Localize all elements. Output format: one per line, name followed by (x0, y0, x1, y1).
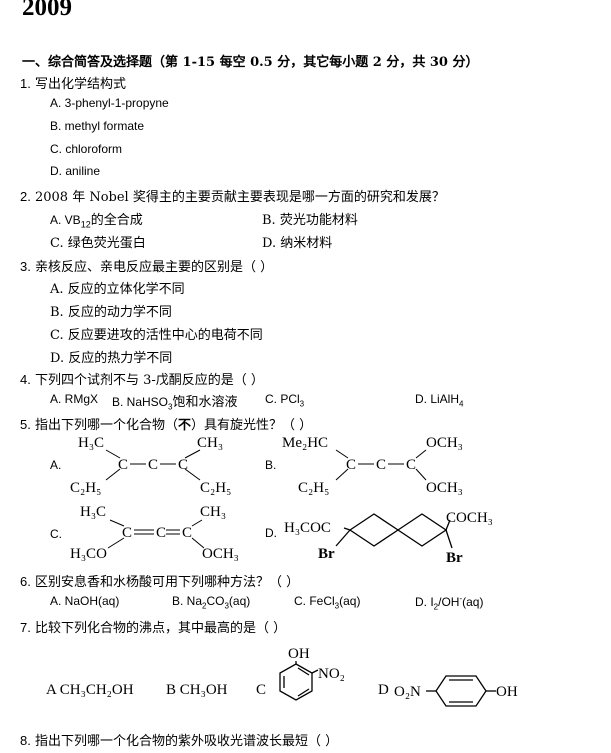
question-text: 亲核反应、亲电反应最主要的区别是（ ） (34, 260, 274, 275)
option-d: D. (265, 526, 277, 540)
question-4: 4. 下列四个试剂不与 3-戊酮反应的是（ ） (20, 369, 264, 388)
svg-text:H₃COC: H₃COC (284, 520, 331, 536)
svg-text:OCH₃: OCH₃ (426, 435, 463, 451)
option-c: C. 反应要进攻的活性中心的电荷不同 (50, 328, 263, 343)
structure-b: Me₂HC OCH₃ C C C C₂H₅ OCH₃ (282, 435, 463, 496)
question-text: 2008 年 Nobel 奖得主的主要贡献主要表现是哪一方面的研究和发展？ (34, 190, 445, 205)
svg-text:C: C (122, 525, 132, 541)
svg-text:O₂N: O₂N (394, 684, 421, 700)
option-a: A. NaOH(aq) (50, 594, 120, 608)
structure-c-nitrophenol: OH NO₂ (279, 646, 345, 701)
svg-text:H₃CO: H₃CO (70, 546, 107, 562)
option-b: B. NaHSO3饱和水溶液 (112, 395, 238, 412)
svg-text:OH: OH (288, 646, 310, 662)
option-c: C. FeCl3(aq) (294, 594, 361, 611)
svg-text:C: C (406, 457, 416, 473)
question-number: 8. (20, 733, 31, 748)
svg-text:OCH₃: OCH₃ (426, 480, 463, 496)
question-1: 1. 写出化学结构式 (20, 73, 126, 92)
option-c: C. chloroform (50, 142, 123, 156)
question-number: 7. (20, 620, 31, 635)
structure-d: H₃COC COCH₃ Br Br (284, 510, 493, 566)
question-text: 区别安息香和水杨酸可用下列哪种方法？（ ） (34, 575, 300, 590)
option-a: A. 反应的立体化学不同 (50, 282, 185, 297)
option-b: B. 荧光功能材料 (262, 213, 358, 228)
svg-text:C₂H₅: C₂H₅ (298, 480, 329, 496)
svg-text:C: C (346, 457, 356, 473)
svg-text:C: C (118, 457, 128, 473)
option-d: D. I2/OH-(aq) (415, 594, 484, 612)
question-text: 指出下列哪一个化合物的紫外吸收光谱波长最短（ ） (34, 734, 339, 749)
structure-a: H₃C CH₃ C C C C₂H₅ C₂H₅ (70, 435, 231, 496)
option-a: A. (50, 458, 62, 472)
structure-d-nitrophenol: O₂N OH (394, 675, 518, 707)
structure-c: H₃C CH₃ C C C H₃CO OCH₃ (70, 504, 239, 562)
option-a: A. RMgX (50, 392, 99, 406)
question-text: 比较下列化合物的沸点，其中最高的是（ ） (34, 621, 287, 636)
question-number: 1. (20, 76, 31, 91)
svg-text:C: C (376, 457, 386, 473)
svg-text:H₃C: H₃C (80, 504, 106, 520)
question-text: 指出下列哪一个化合物（ (34, 418, 178, 433)
option-b: B. Na2CO3(aq) (172, 594, 251, 611)
question-number: 6. (20, 574, 31, 589)
option-b: B CH₃OH (166, 682, 228, 698)
svg-text:C₂H₅: C₂H₅ (70, 480, 101, 496)
svg-text:OCH₃: OCH₃ (202, 546, 239, 562)
option-d: D (378, 682, 389, 698)
question-2: 2. 2008 年 Nobel 奖得主的主要贡献主要表现是哪一方面的研究和发展？ (20, 186, 445, 205)
option-d: D. 纳米材料 (262, 236, 333, 251)
option-c: C. PCl3 (265, 392, 305, 409)
svg-text:Br: Br (318, 546, 335, 562)
svg-text:Br: Br (446, 550, 463, 566)
question-text: 写出化学结构式 (34, 77, 126, 92)
option-b: B. methyl formate (50, 119, 145, 133)
svg-text:C: C (182, 525, 192, 541)
question-text: 下列四个试剂不与 3-戊酮反应的是（ ） (34, 373, 264, 388)
question-number: 5. (20, 417, 31, 432)
section-title: 一、综合简答及选择题（第 1-15 每空 0.5 分，其它每小题 2 分，共 3… (22, 55, 479, 70)
svg-text:CH₃: CH₃ (197, 435, 223, 451)
question-5: 5. 指出下列哪一个化合物（不）具有旋光性？（ ） (20, 417, 313, 433)
option-a: A. VB12的全合成 (50, 213, 143, 230)
option-d: D. 反应的热力学不同 (50, 351, 173, 366)
question-8: 8. 指出下列哪一个化合物的紫外吸收光谱波长最短（ ） (20, 730, 338, 749)
svg-text:C: C (156, 525, 166, 541)
svg-text:H₃C: H₃C (78, 435, 104, 451)
svg-text:NO₂: NO₂ (318, 666, 345, 682)
question-number: 2. (20, 189, 31, 204)
year-heading: 2009 (22, 0, 72, 21)
option-b: B. 反应的动力学不同 (50, 305, 172, 320)
option-d: D. aniline (50, 164, 101, 178)
option-a: A. 3-phenyl-1-propyne (50, 96, 169, 110)
svg-text:C: C (178, 457, 188, 473)
option-b: B. (265, 458, 277, 472)
question-7: 7. 比较下列化合物的沸点，其中最高的是（ ） (20, 617, 286, 636)
svg-text:COCH₃: COCH₃ (446, 510, 493, 526)
svg-text:Me₂HC: Me₂HC (282, 435, 328, 451)
question-3: 3. 亲核反应、亲电反应最主要的区别是（ ） (20, 256, 273, 275)
svg-text:CH₃: CH₃ (200, 504, 226, 520)
option-d: D. LiAlH4 (415, 392, 464, 409)
option-c: C. (50, 527, 62, 541)
svg-text:C₂H₅: C₂H₅ (200, 480, 231, 496)
svg-text:OH: OH (496, 684, 518, 700)
option-c: C (256, 682, 267, 698)
svg-text:C: C (148, 457, 158, 473)
question-number: 4. (20, 372, 31, 387)
option-c: C. 绿色荧光蛋白 (50, 236, 146, 251)
question-number: 3. (20, 259, 31, 274)
option-a: A CH₃CH₂OH (46, 682, 134, 698)
question-6: 6. 区别安息香和水杨酸可用下列哪种方法？（ ） (20, 571, 299, 590)
